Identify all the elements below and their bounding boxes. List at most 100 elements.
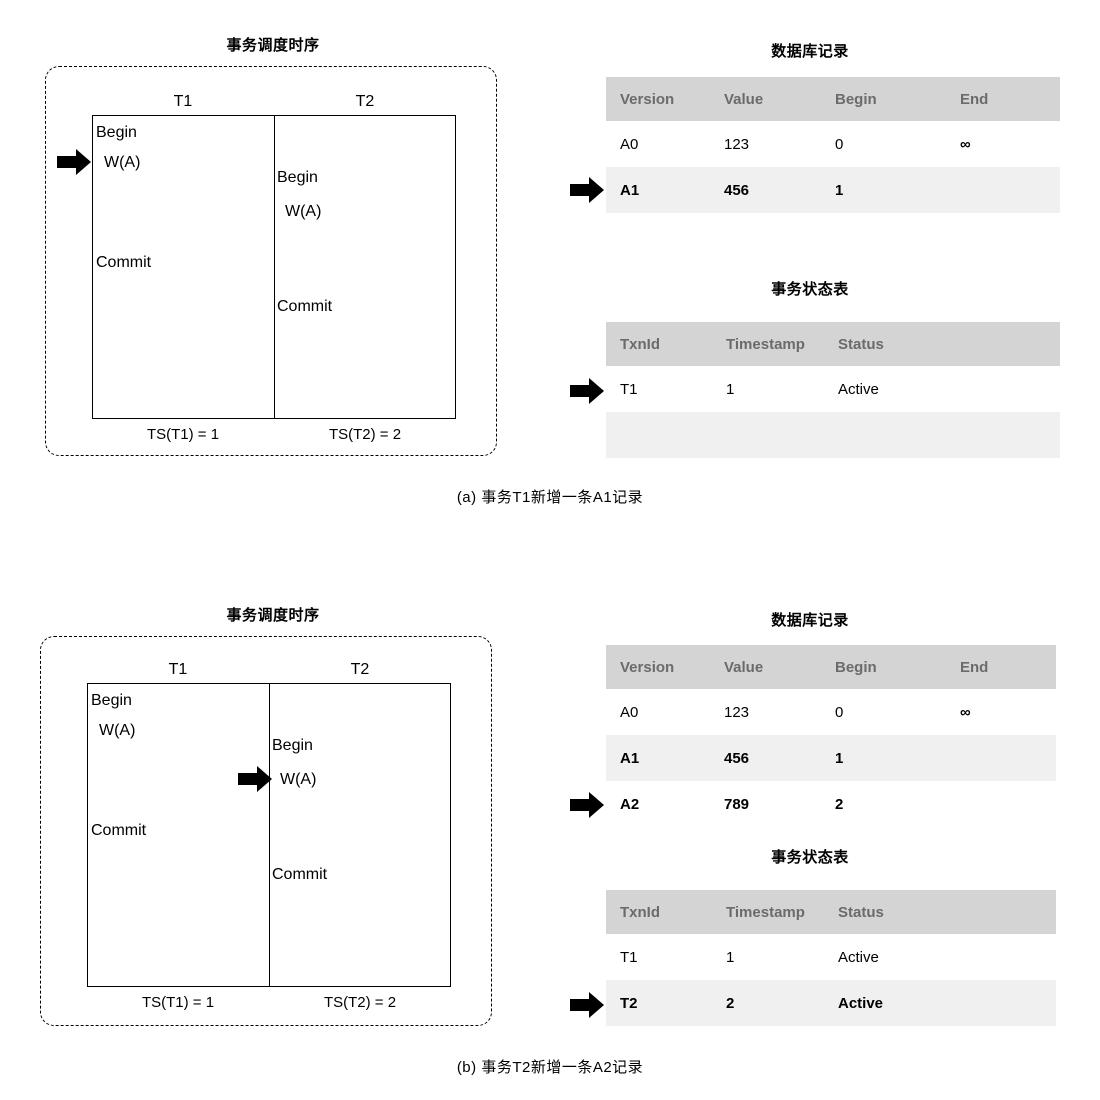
section-b-txn-status-title: 事务状态表: [771, 849, 849, 866]
table-row[interactable]: T2 2 Active: [606, 980, 1056, 1026]
cell-version: A1: [606, 735, 724, 781]
section-b-t2-op-write: W(A): [280, 771, 317, 788]
cell-timestamp: 2: [726, 980, 838, 1026]
col-header-txnid: TxnId: [606, 322, 726, 366]
section-b-schedule-divider: [269, 684, 271, 986]
cell-version: A1: [606, 167, 724, 213]
section-b-txn-status-table: TxnId Timestamp Status T1 1 Active T2 2 …: [606, 890, 1056, 1026]
col-header-begin: Begin: [835, 77, 960, 121]
section-b-txn-header-t2: T2: [350, 661, 370, 678]
section-b-caption: (b) 事务T2新增一条A2记录: [456, 1059, 644, 1076]
col-header-value: Value: [724, 77, 835, 121]
section-b-schedule-grid: [87, 683, 451, 987]
table-row[interactable]: A1 456 1: [606, 167, 1060, 213]
cell-begin: 1: [835, 167, 960, 213]
table-row[interactable]: A2 789 2: [606, 781, 1056, 827]
cell-timestamp: 1: [726, 366, 838, 412]
cell-value: 789: [724, 781, 835, 827]
table-header-row: TxnId Timestamp Status: [606, 322, 1060, 366]
section-b-db-records-table: Version Value Begin End A0 123 0 ∞ A1 45…: [606, 645, 1056, 827]
right-arrow-icon: [238, 766, 272, 792]
section-a-txn-status-table: TxnId Timestamp Status T1 1 Active: [606, 322, 1060, 458]
right-arrow-icon: [57, 149, 91, 175]
section-a-t2-op-commit: Commit: [277, 298, 333, 315]
col-header-timestamp: Timestamp: [726, 322, 838, 366]
col-header-value: Value: [724, 645, 835, 689]
table-row[interactable]: [606, 412, 1060, 458]
table-row[interactable]: A0 123 0 ∞: [606, 689, 1056, 735]
cell-txnid: [606, 412, 726, 458]
cell-txnid: T1: [606, 934, 726, 980]
section-b-ts-label-t2: TS(T2) = 2: [323, 994, 397, 1011]
section-b-t1-op-write: W(A): [99, 722, 136, 739]
section-b-t2-op-commit: Commit: [272, 866, 328, 883]
cell-status: Active: [838, 934, 1056, 980]
cell-begin: 2: [835, 781, 960, 827]
cell-timestamp: [726, 412, 838, 458]
right-arrow-icon: [570, 992, 604, 1018]
cell-status: Active: [838, 366, 1060, 412]
cell-end: [960, 167, 1060, 213]
section-b-schedule-box: T1 T2 Begin W(A) Commit Begin W(A) Commi…: [40, 636, 492, 1026]
section-b-txn-header-t1: T1: [168, 661, 188, 678]
section-b-db-records-title: 数据库记录: [771, 612, 849, 629]
section-a-schedule-box: T1 T2 Begin W(A) Commit Begin W(A) Commi…: [45, 66, 497, 456]
cell-begin: 0: [835, 689, 960, 735]
cell-version: A0: [606, 121, 724, 167]
cell-version: A2: [606, 781, 724, 827]
section-a-schedule-divider: [274, 116, 276, 418]
table-row[interactable]: A0 123 0 ∞: [606, 121, 1060, 167]
section-a-t1-op-commit: Commit: [96, 254, 152, 271]
section-b-ts-label-t1: TS(T1) = 1: [141, 994, 215, 1011]
cell-begin: 1: [835, 735, 960, 781]
section-b-t1-op-begin: Begin: [91, 692, 132, 709]
table-header-row: TxnId Timestamp Status: [606, 890, 1056, 934]
table-row[interactable]: T1 1 Active: [606, 366, 1060, 412]
cell-status: [838, 412, 1060, 458]
cell-end: ∞: [960, 121, 1060, 167]
col-header-timestamp: Timestamp: [726, 890, 838, 934]
table-row[interactable]: A1 456 1: [606, 735, 1056, 781]
table-header-row: Version Value Begin End: [606, 645, 1056, 689]
col-header-version: Version: [606, 645, 724, 689]
col-header-version: Version: [606, 77, 724, 121]
cell-value: 456: [724, 735, 835, 781]
section-a-t2-op-begin: Begin: [277, 169, 318, 186]
section-a-schedule-title: 事务调度时序: [226, 37, 320, 54]
table-row[interactable]: T1 1 Active: [606, 934, 1056, 980]
table-header-row: Version Value Begin End: [606, 77, 1060, 121]
cell-txnid: T2: [606, 980, 726, 1026]
section-a-txn-header-t2: T2: [355, 93, 375, 110]
section-a-caption: (a) 事务T1新增一条A1记录: [456, 489, 644, 506]
section-a-ts-label-t1: TS(T1) = 1: [146, 426, 220, 443]
cell-value: 123: [724, 689, 835, 735]
col-header-end: End: [960, 77, 1060, 121]
section-a-t2-op-write: W(A): [285, 203, 322, 220]
col-header-end: End: [960, 645, 1056, 689]
cell-version: A0: [606, 689, 724, 735]
cell-status: Active: [838, 980, 1056, 1026]
right-arrow-icon: [570, 378, 604, 404]
section-a-db-records-title: 数据库记录: [771, 43, 849, 60]
section-a-schedule-grid: [92, 115, 456, 419]
section-b-t1-op-commit: Commit: [91, 822, 147, 839]
cell-value: 123: [724, 121, 835, 167]
cell-txnid: T1: [606, 366, 726, 412]
cell-end: ∞: [960, 689, 1056, 735]
col-header-status: Status: [838, 322, 1060, 366]
cell-begin: 0: [835, 121, 960, 167]
cell-value: 456: [724, 167, 835, 213]
cell-timestamp: 1: [726, 934, 838, 980]
col-header-status: Status: [838, 890, 1056, 934]
section-a-t1-op-begin: Begin: [96, 124, 137, 141]
section-a-db-records-table: Version Value Begin End A0 123 0 ∞ A1 45…: [606, 77, 1060, 213]
right-arrow-icon: [570, 792, 604, 818]
section-a-ts-label-t2: TS(T2) = 2: [328, 426, 402, 443]
section-b-t2-op-begin: Begin: [272, 737, 313, 754]
section-a-t1-op-write: W(A): [104, 154, 141, 171]
cell-end: [960, 781, 1056, 827]
right-arrow-icon: [570, 177, 604, 203]
section-a-txn-header-t1: T1: [173, 93, 193, 110]
section-b-schedule-title: 事务调度时序: [226, 607, 320, 624]
section-a-txn-status-title: 事务状态表: [771, 281, 849, 298]
